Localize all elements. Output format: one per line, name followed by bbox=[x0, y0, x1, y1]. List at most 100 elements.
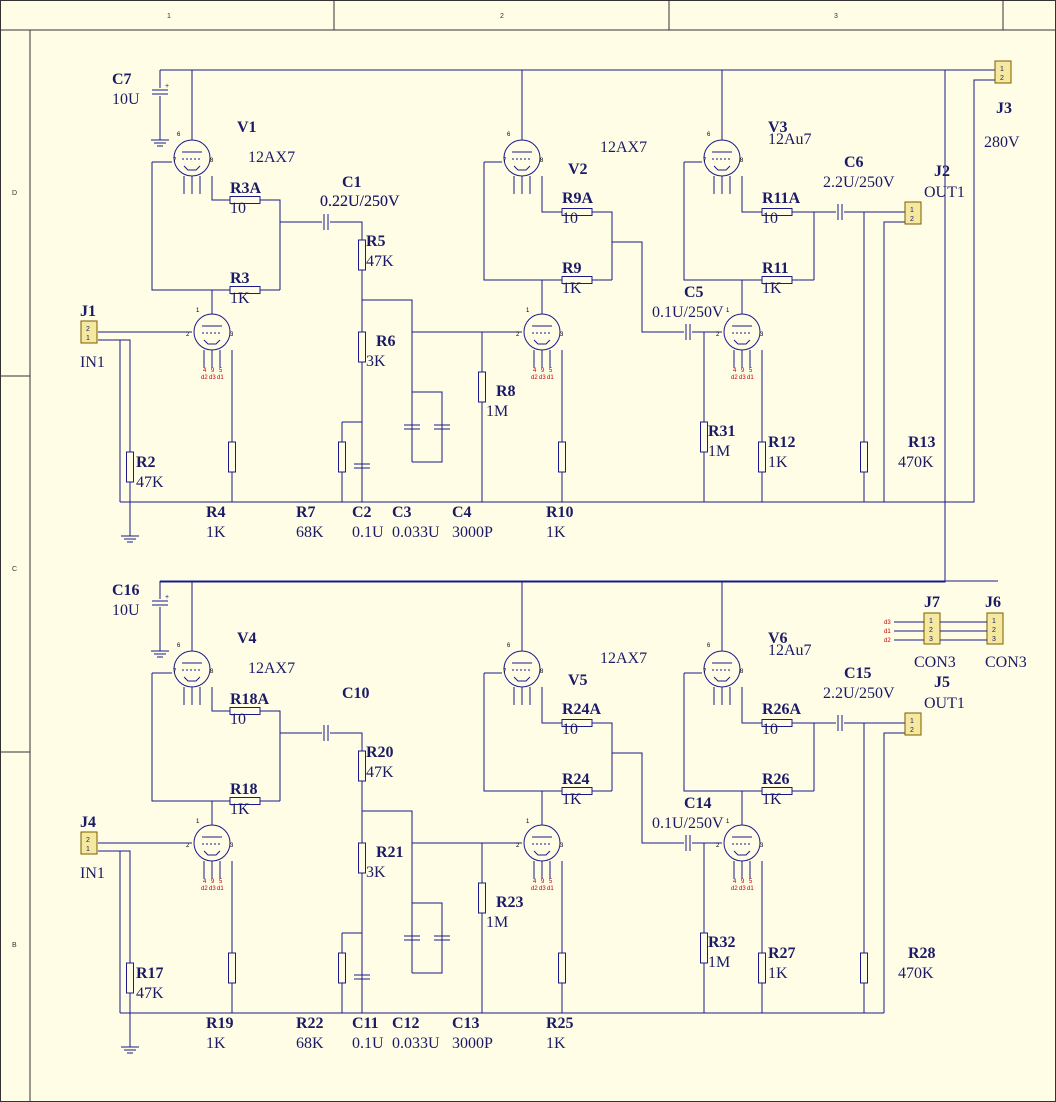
component-ref: R22 bbox=[296, 1015, 324, 1032]
tube-pin-label: 1 bbox=[726, 308, 730, 314]
wire bbox=[483, 162, 543, 314]
connector-pin-label: 1 bbox=[910, 207, 914, 214]
component-value: 1K bbox=[562, 280, 582, 297]
wire bbox=[592, 722, 613, 791]
component-value: 2.2U/250V bbox=[823, 685, 895, 702]
vacuum-tube-icon bbox=[503, 139, 541, 177]
tube-value: 12Au7 bbox=[768, 131, 812, 148]
component-ref: R19 bbox=[206, 1015, 234, 1032]
heater-net-label: d1 bbox=[884, 629, 891, 635]
component-ref: R23 bbox=[496, 894, 524, 911]
resistor-body bbox=[126, 451, 134, 483]
heater-pin-label: 9 bbox=[211, 368, 215, 374]
resistor-body bbox=[758, 441, 766, 473]
heater-pin-label: 5 bbox=[219, 368, 223, 374]
heater-connector bbox=[923, 612, 941, 645]
heater-pin-label: 5 bbox=[549, 368, 553, 374]
tube-pin-label: 1 bbox=[196, 308, 200, 314]
wire bbox=[330, 221, 363, 240]
component-ref: R26A bbox=[762, 701, 802, 718]
tube-pin-label: 2 bbox=[516, 843, 520, 849]
tube-pin-label: 3 bbox=[760, 332, 764, 338]
heater-connector bbox=[986, 612, 1004, 645]
tube-pin-label: 6 bbox=[707, 643, 711, 649]
component-ref: R11A bbox=[762, 190, 801, 207]
tube-cathode bbox=[183, 676, 201, 682]
zone-label-top: 1 bbox=[167, 13, 171, 20]
component-value: 47K bbox=[366, 253, 394, 270]
component-value: 1K bbox=[762, 791, 782, 808]
component-value: 0.1U/250V bbox=[652, 815, 724, 832]
component-ref: R7 bbox=[296, 504, 316, 521]
connector-value: OUT1 bbox=[924, 695, 965, 712]
heater-net-label: d3 bbox=[209, 886, 216, 892]
resistor-body bbox=[126, 962, 134, 994]
connector-pin-label: 1 bbox=[929, 618, 933, 625]
connector-value: IN1 bbox=[80, 354, 105, 371]
heater-pin-label: 4 bbox=[203, 879, 207, 885]
heater-net-label: d1 bbox=[547, 886, 554, 892]
heater-pin-label: 9 bbox=[541, 879, 545, 885]
tube-pin-label: 8 bbox=[210, 158, 214, 164]
connector-pin-label: 1 bbox=[1000, 66, 1004, 73]
component-ref: R31 bbox=[708, 423, 736, 440]
connector-pin-label: 3 bbox=[929, 636, 933, 643]
resistor-body bbox=[758, 952, 766, 984]
component-ref: R3 bbox=[230, 270, 250, 287]
polarity-mark: + bbox=[165, 83, 169, 90]
heater-net-label: d2 bbox=[731, 375, 738, 381]
connector-pin-label: 3 bbox=[992, 636, 996, 643]
connector-ref: J1 bbox=[80, 303, 96, 320]
tube-cathode bbox=[513, 165, 531, 171]
wire bbox=[683, 673, 743, 825]
resistor-body bbox=[338, 952, 346, 984]
heater-net-label: d3 bbox=[739, 375, 746, 381]
zone-label-side: C bbox=[12, 566, 17, 573]
vacuum-tube-icon bbox=[173, 139, 211, 177]
tube-cathode bbox=[203, 850, 221, 856]
tube-pin-label: 7 bbox=[703, 158, 707, 164]
resistor-body bbox=[558, 441, 566, 473]
resistor-body bbox=[860, 952, 868, 984]
component-ref: C14 bbox=[684, 795, 712, 812]
heater-net-label: d1 bbox=[217, 375, 224, 381]
wire bbox=[362, 299, 413, 462]
tube-pin-label: 1 bbox=[526, 819, 530, 825]
component-ref: R3A bbox=[230, 180, 262, 197]
component-value: 3000P bbox=[452, 524, 493, 541]
component-value: 470K bbox=[898, 965, 934, 982]
tube-pin-label: 2 bbox=[186, 332, 190, 338]
output-connector bbox=[904, 201, 922, 225]
component-value: 10 bbox=[762, 210, 778, 227]
heater-pin-label: 4 bbox=[533, 879, 537, 885]
wire bbox=[412, 902, 443, 974]
connector-pin-label: 2 bbox=[992, 627, 996, 634]
component-ref: R24 bbox=[562, 771, 590, 788]
connector-value: CON3 bbox=[914, 654, 956, 671]
heater-net-label: d3 bbox=[539, 375, 546, 381]
tube-ref: V6 bbox=[768, 630, 788, 647]
wire bbox=[151, 162, 213, 314]
connector-ref: J2 bbox=[934, 163, 950, 180]
component-value: 1M bbox=[486, 914, 508, 931]
tube-value: 12AX7 bbox=[248, 149, 295, 166]
wire bbox=[483, 673, 543, 825]
heater-pin-label: 5 bbox=[749, 879, 753, 885]
vacuum-tube-icon bbox=[503, 650, 541, 688]
resistor-body bbox=[478, 371, 486, 403]
connector-pin-label: 2 bbox=[910, 727, 914, 734]
component-value: 1M bbox=[708, 443, 730, 460]
heater-net-label: d2 bbox=[201, 886, 208, 892]
tube-pin-label: 7 bbox=[703, 669, 707, 675]
tube-ref: V4 bbox=[237, 630, 257, 647]
connector-pin-label: 1 bbox=[86, 846, 90, 853]
connector-value: 280V bbox=[984, 134, 1020, 151]
component-ref: C15 bbox=[844, 665, 872, 682]
component-ref: R9 bbox=[562, 260, 582, 277]
component-ref: R12 bbox=[768, 434, 796, 451]
component-ref: R11 bbox=[762, 260, 789, 277]
tube-cathode bbox=[513, 676, 531, 682]
heater-net-label: d2 bbox=[884, 638, 891, 644]
heater-pin-label: 4 bbox=[733, 879, 737, 885]
